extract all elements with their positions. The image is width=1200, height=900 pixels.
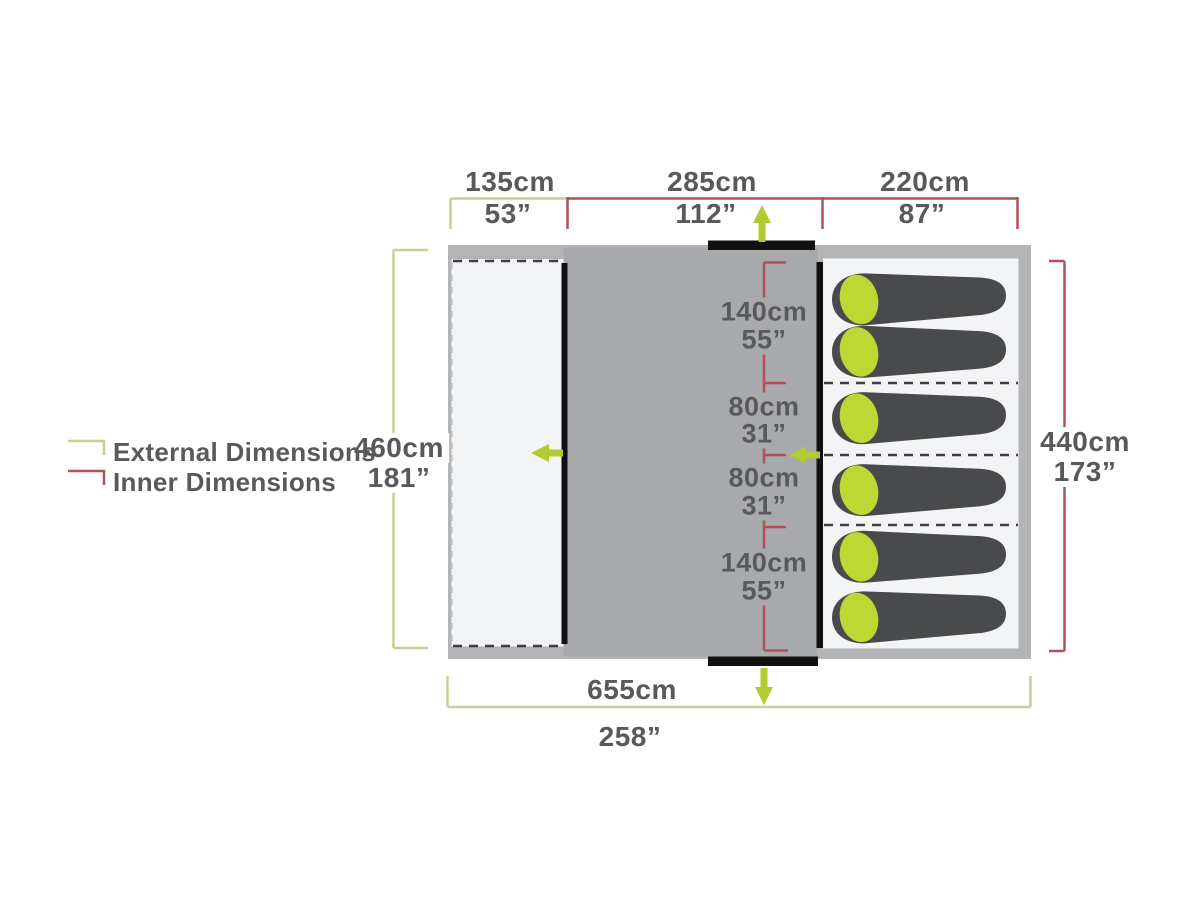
left-dim-cm: 460cm	[349, 433, 449, 463]
door-bar-top	[708, 240, 815, 250]
inner-dim-3-inch: 31”	[734, 491, 794, 521]
inner-dim-2-inch: 31”	[734, 419, 794, 449]
inner-dim-1-inch: 55”	[734, 325, 794, 355]
right-dim-inch: 173”	[1048, 457, 1122, 487]
inner-dimensions-legend-label: Inner Dimensions	[113, 467, 336, 497]
top-dim-1-inch: 53”	[484, 198, 532, 229]
top-dim-1-cm: 135cm	[465, 166, 555, 197]
door-arrow-up-icon	[753, 205, 771, 242]
door-bar-bottom	[708, 656, 818, 666]
inner-dim-2-cm: 80cm	[721, 392, 807, 422]
bottom-dim-cm: 655cm	[587, 674, 677, 705]
bottom-dim-inch: 258”	[598, 721, 662, 752]
external-dimensions-legend-label: External Dimensions	[113, 437, 376, 467]
top-dim-2-inch: 112”	[675, 198, 737, 229]
left-dim-inch: 181”	[362, 463, 436, 493]
porch-door-arrow-left-icon	[531, 444, 563, 462]
top-dim-3-cm: 220cm	[880, 166, 970, 197]
door-arrow-down-icon	[755, 668, 773, 705]
right-dim-cm: 440cm	[1035, 427, 1135, 457]
top-dim-3-inch: 87”	[898, 198, 946, 229]
top-dimension-line-external	[449, 197, 567, 229]
inner-dim-4-inch: 55”	[734, 576, 794, 606]
bottom-dimension-line-external	[446, 676, 1032, 709]
inner-dim-4-cm: 140cm	[713, 548, 815, 578]
top-dim-2-cm: 285cm	[667, 166, 757, 197]
inner-dimension-legend-icon	[68, 469, 106, 485]
top-dimension-line-inner	[566, 197, 1019, 229]
inner-door-arrow-left-icon	[789, 446, 820, 464]
external-dimension-legend-icon	[68, 439, 106, 455]
inner-dim-1-cm: 140cm	[713, 297, 815, 327]
inner-wall-left	[561, 263, 568, 644]
inner-dim-3-cm: 80cm	[721, 463, 807, 493]
